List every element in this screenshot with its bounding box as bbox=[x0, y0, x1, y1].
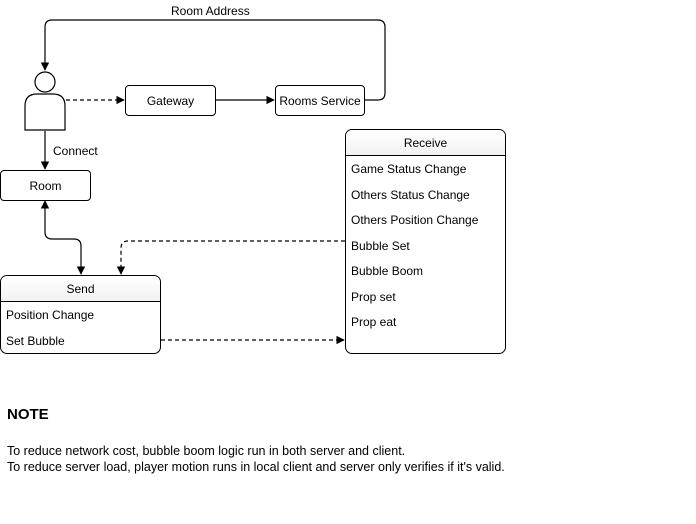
user-actor-icon bbox=[24, 71, 66, 131]
note-line: To reduce network cost, bubble boom logi… bbox=[7, 444, 406, 458]
receive-item: Prop set bbox=[351, 289, 396, 304]
note-line: To reduce server load, player motion run… bbox=[7, 460, 505, 474]
gateway-node[interactable]: Gateway bbox=[125, 85, 216, 116]
receive-item: Prop eat bbox=[351, 315, 397, 329]
note-body: To reduce network cost, bubble boom logi… bbox=[7, 443, 567, 475]
bubble-set-to-send-edge bbox=[116, 240, 345, 275]
room-label: Room bbox=[29, 178, 62, 193]
receive-item: Bubble Boom bbox=[351, 264, 424, 278]
receive-table[interactable]: Receive Game Status Change Others Status… bbox=[345, 129, 506, 354]
receive-item: Others Position Change bbox=[351, 213, 479, 227]
room-node[interactable]: Room bbox=[0, 170, 91, 201]
room-address-label: Room Address bbox=[171, 4, 250, 18]
receive-title: Receive bbox=[346, 130, 505, 156]
note-title: NOTE bbox=[7, 406, 49, 423]
send-title: Send bbox=[1, 276, 160, 302]
connect-label: Connect bbox=[53, 144, 98, 158]
send-table[interactable]: Send Position Change Set Bubble bbox=[0, 275, 161, 354]
receive-item: Bubble Set bbox=[351, 238, 410, 253]
rooms-service-label: Rooms Service bbox=[279, 93, 361, 108]
send-item: Position Change bbox=[6, 308, 95, 322]
receive-item: Others Status Change bbox=[351, 187, 470, 202]
rooms-service-node[interactable]: Rooms Service bbox=[275, 85, 365, 116]
receive-item: Game Status Change bbox=[351, 162, 467, 176]
room-send-edge bbox=[40, 200, 86, 275]
room-address-edge bbox=[40, 19, 386, 101]
send-item: Set Bubble bbox=[6, 334, 65, 348]
gateway-label: Gateway bbox=[146, 93, 195, 108]
